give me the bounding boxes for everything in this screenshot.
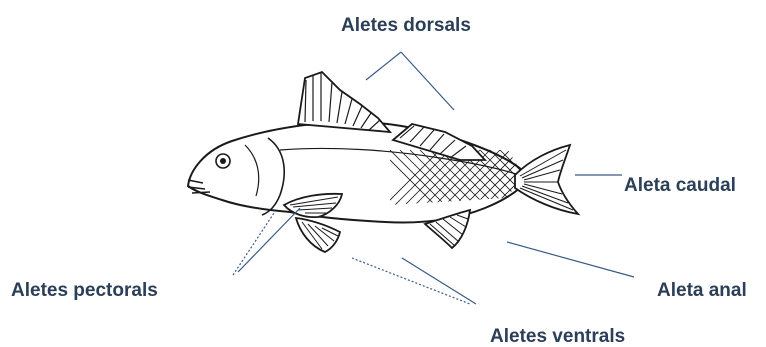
fish-body: [188, 122, 530, 223]
leader-anal: [507, 242, 634, 277]
label-ventral-fins: Aletes ventrals: [490, 327, 625, 346]
fish-dorsal-fin-1: [298, 72, 390, 132]
leader-pectoral-solid: [238, 208, 300, 272]
label-anal-fin: Aleta anal: [657, 281, 747, 300]
leader-ventral-dotted: [352, 258, 470, 304]
label-pectoral-fins: Aletes pectorals: [11, 281, 158, 300]
leader-dorsal-right: [401, 52, 454, 110]
fish-ventral-fin: [296, 218, 340, 252]
label-caudal-fin: Aleta caudal: [624, 176, 736, 195]
fish-eye-pupil: [220, 158, 226, 164]
label-dorsal-fins: Aletes dorsals: [341, 16, 471, 35]
leader-dorsal-left: [366, 52, 401, 80]
leader-pectoral-dotted: [233, 213, 274, 275]
fish-caudal-fin: [515, 145, 578, 214]
leader-ventral-solid: [402, 258, 476, 304]
